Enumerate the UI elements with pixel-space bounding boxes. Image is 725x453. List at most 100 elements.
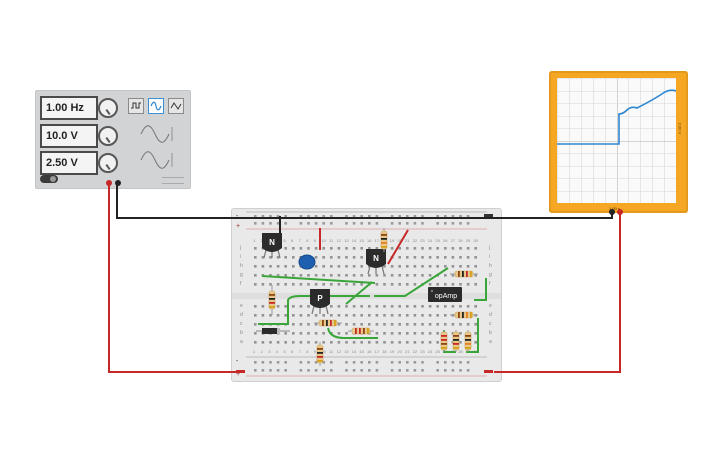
column-number: 23 — [420, 238, 425, 243]
column-number: 16 — [367, 238, 372, 243]
oscilloscope-positive-terminal[interactable] — [617, 209, 623, 215]
row-letter: e — [489, 303, 492, 309]
column-number: 18 — [382, 349, 387, 354]
frequency-knob[interactable] — [98, 98, 118, 118]
jumper-wire[interactable] — [345, 281, 373, 305]
column-number: 3 — [268, 349, 271, 354]
amplitude-knob[interactable] — [98, 126, 118, 146]
resistor[interactable] — [450, 270, 478, 278]
column-number: 24 — [427, 349, 433, 354]
resistor[interactable] — [314, 319, 342, 327]
square-wave-button[interactable] — [128, 98, 144, 114]
triangle-wave-button[interactable] — [168, 98, 184, 114]
resistor[interactable] — [440, 330, 448, 352]
red-jumper[interactable] — [387, 229, 409, 265]
column-number: 2 — [260, 238, 263, 243]
column-number: 16 — [367, 349, 372, 354]
resistor[interactable] — [450, 311, 478, 319]
oscilloscope-trace — [557, 89, 677, 145]
column-number: 28 — [458, 238, 463, 243]
row-letter: c — [240, 321, 243, 327]
resistor[interactable] — [348, 327, 374, 335]
wire-osc-positive[interactable] — [494, 212, 621, 373]
column-number: 1 — [253, 349, 256, 354]
opamp-chip[interactable]: opAmp — [428, 287, 462, 302]
column-number: 7 — [298, 349, 301, 354]
oscilloscope[interactable]: 2.00 V 1.00 s — [549, 71, 688, 213]
row-letter: i — [489, 254, 491, 260]
resistor[interactable] — [316, 342, 324, 366]
row-letter: j — [489, 245, 491, 251]
jumper-wire[interactable] — [287, 295, 370, 325]
jumper-wire[interactable] — [261, 275, 376, 284]
column-number: 9 — [313, 238, 317, 243]
sine-wave-button[interactable] — [148, 98, 164, 114]
column-number: 26 — [443, 238, 448, 243]
jumper-wire[interactable] — [466, 318, 479, 353]
column-number: 24 — [427, 238, 433, 243]
row-letter: h — [489, 263, 492, 269]
jumper-wire[interactable] — [474, 278, 487, 301]
column-number: 20 — [397, 238, 402, 243]
jumper-wire[interactable] — [374, 267, 449, 297]
offset-sine-icon — [140, 151, 173, 169]
column-number: 15 — [359, 349, 364, 354]
oscilloscope-negative-terminal[interactable] — [609, 209, 615, 215]
amplitude-sine-icon — [140, 125, 173, 143]
frequency-display[interactable]: 1.00 Hz — [40, 96, 98, 120]
column-number: 17 — [374, 349, 380, 354]
row-letter: g — [240, 272, 243, 278]
column-number: 8 — [306, 238, 309, 243]
column-number: 21 — [405, 238, 410, 243]
rail-connector[interactable] — [236, 370, 245, 373]
column-number: 10 — [321, 238, 326, 243]
triangle-wave-icon — [170, 102, 182, 110]
column-number: 29 — [465, 238, 471, 243]
column-number: 13 — [344, 349, 349, 354]
row-letter: f — [240, 281, 242, 287]
resistor[interactable] — [268, 285, 276, 315]
row-letter: e — [240, 303, 243, 309]
npn-transistor[interactable]: N — [262, 233, 282, 259]
column-number: 2 — [260, 349, 263, 354]
rail-negative-bottom-label: - — [236, 358, 239, 365]
column-number: 11 — [329, 238, 334, 243]
oscilloscope-screen — [557, 78, 677, 204]
function-generator[interactable]: 1.00 Hz 10.0 V 2.50 V — [35, 90, 191, 189]
power-switch[interactable] — [40, 175, 58, 183]
column-number: 10 — [321, 349, 326, 354]
column-number: 27 — [450, 238, 456, 243]
rail-connector[interactable] — [484, 370, 493, 373]
column-number: 9 — [313, 349, 317, 354]
rail-connector[interactable] — [484, 214, 493, 217]
npn-transistor[interactable]: N — [366, 249, 386, 275]
rail-positive-bottom-label: + — [236, 371, 241, 378]
row-letter: b — [240, 330, 243, 336]
column-number: 12 — [336, 349, 342, 354]
row-letter: a — [489, 339, 492, 345]
resistor[interactable] — [452, 330, 460, 352]
rail-negative-top-label: - — [236, 213, 239, 220]
dc-offset-display[interactable]: 2.50 V — [40, 151, 98, 175]
row-letter: g — [489, 272, 492, 278]
resistor[interactable] — [380, 228, 388, 252]
wire-ground[interactable] — [116, 182, 613, 219]
pnp-transistor[interactable]: P — [310, 289, 330, 315]
transistor-label: N — [269, 238, 275, 247]
wire-fg-positive[interactable] — [108, 182, 238, 373]
column-number: 22 — [412, 238, 418, 243]
jumper-wire[interactable] — [327, 327, 378, 339]
column-number: 25 — [435, 238, 440, 243]
sine-wave-icon — [150, 101, 162, 111]
row-letter: c — [489, 321, 492, 327]
column-number: 23 — [420, 349, 425, 354]
transistor-label: N — [373, 254, 379, 263]
ceramic-capacitor[interactable] — [298, 254, 316, 270]
column-number: 21 — [405, 349, 410, 354]
amplitude-display[interactable]: 10.0 V — [40, 124, 98, 148]
dc-offset-knob[interactable] — [98, 153, 118, 173]
column-number: 7 — [298, 238, 301, 243]
diode[interactable] — [256, 328, 290, 334]
resistor[interactable] — [464, 330, 472, 352]
rail-positive-top-label: + — [236, 223, 241, 230]
